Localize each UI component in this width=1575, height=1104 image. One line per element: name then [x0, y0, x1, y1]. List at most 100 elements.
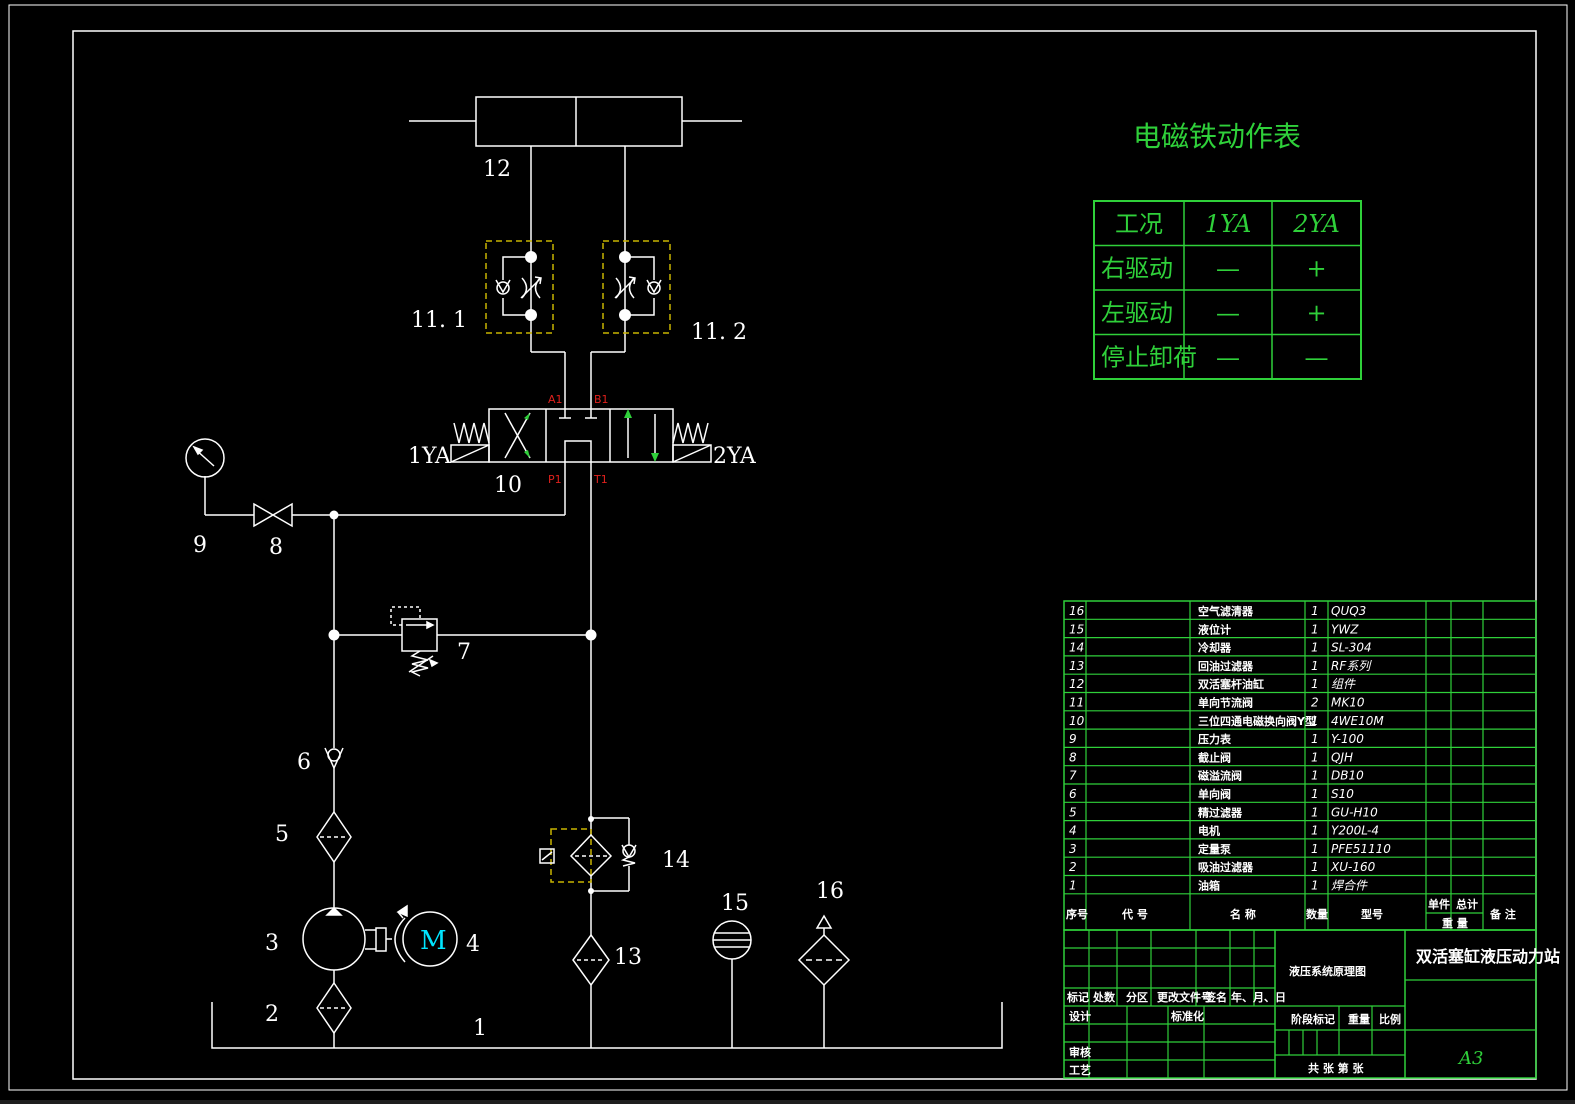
- bom-seq: 5: [1069, 805, 1077, 819]
- outer-border: [8, 4, 1568, 1091]
- bom-header-qty: 数量: [1306, 907, 1328, 921]
- shutoff-valve-8: [253, 502, 293, 528]
- tb-change: 更改文件号: [1157, 990, 1212, 1004]
- label-13: 13: [614, 945, 642, 970]
- bom-model: QJH: [1331, 750, 1353, 764]
- bom-header-unit: 单件: [1428, 897, 1450, 911]
- tb-process: 工艺: [1069, 1063, 1091, 1077]
- solenoid-table-header: 1YA: [1205, 210, 1252, 238]
- bom-header-name: 名 称: [1230, 907, 1256, 921]
- bom-header-total: 总计: [1456, 897, 1478, 911]
- bom-qty: 1: [1311, 677, 1319, 691]
- tb-zone: 分区: [1126, 990, 1148, 1004]
- bom-qty: 1: [1311, 769, 1319, 783]
- label-12: 12: [483, 157, 511, 182]
- bom-qty: 1: [1311, 805, 1319, 819]
- air-filter-16: [797, 914, 851, 987]
- bom-model: GU-H10: [1331, 805, 1378, 819]
- tb-sheets: 共 张 第 张: [1308, 1061, 1364, 1075]
- bom-model: PFE51110: [1331, 842, 1391, 856]
- bom-name: 精过滤器: [1198, 805, 1243, 819]
- bom-name: 压力表: [1198, 732, 1232, 746]
- port-a1: A1: [548, 393, 563, 406]
- bom-seq: 6: [1069, 787, 1077, 801]
- label-5: 5: [275, 822, 289, 847]
- bom-model: 4WE10M: [1331, 714, 1384, 728]
- throttle-check-valve-11-1: [485, 240, 554, 334]
- bom-seq: 14: [1069, 641, 1084, 655]
- solenoid-table-header: 2YA: [1292, 210, 1340, 238]
- bom-name: 三位四通电磁换向阀Y型: [1198, 714, 1316, 728]
- bom-name: 吸油过滤器: [1198, 860, 1254, 874]
- tb-scale: 比例: [1379, 1012, 1401, 1026]
- bom-header-seq: 序号: [1066, 907, 1088, 921]
- bom-name: 截止阀: [1198, 750, 1231, 764]
- solenoid-table-cell: —: [1216, 344, 1240, 372]
- motor-letter: M: [420, 926, 447, 956]
- bom-seq: 10: [1069, 714, 1085, 728]
- bom-qty: 1: [1311, 659, 1319, 673]
- bom-name: 单向阀: [1198, 787, 1231, 801]
- solenoid-table-cell: —: [1216, 299, 1240, 327]
- inner-border: [72, 30, 1537, 1080]
- bom-seq: 9: [1069, 732, 1077, 746]
- title-block: 液压系统原理图双活塞缸液压动力站标记处数分区更改文件号签名年、月、日设计标准化阶…: [1063, 929, 1560, 1079]
- bom-seq: 13: [1069, 659, 1084, 673]
- return-filter-13: [572, 933, 610, 987]
- bom-header-model: 型号: [1361, 907, 1383, 921]
- drawing-name: 液压系统原理图: [1289, 964, 1366, 978]
- bom-model: SL-304: [1331, 641, 1372, 655]
- bom-qty: 1: [1311, 787, 1319, 801]
- bom-name: 定量泵: [1198, 842, 1231, 856]
- tb-date: 年、月、日: [1231, 990, 1286, 1004]
- bom-seq: 7: [1069, 769, 1077, 783]
- bom-model: XU-160: [1330, 860, 1376, 874]
- solenoid-table-cell: 右驱动: [1101, 255, 1173, 283]
- tank: [211, 1002, 1003, 1049]
- tb-count: 处数: [1092, 990, 1116, 1004]
- tb-sign: 签名: [1204, 990, 1227, 1004]
- bom-name: 双活塞杆油缸: [1198, 677, 1264, 691]
- bom-model: DB10: [1331, 769, 1364, 783]
- label-1ya: 1YA: [408, 444, 452, 469]
- label-1: 1: [473, 1016, 487, 1041]
- relief-valve-7: [390, 606, 439, 677]
- tb-mark: 标记: [1066, 990, 1089, 1004]
- tb-design: 设计: [1069, 1009, 1091, 1023]
- suction-filter-2: [316, 981, 352, 1035]
- bom-model: Y-100: [1331, 732, 1364, 746]
- solenoid-table-cell: —: [1216, 255, 1240, 283]
- tb-standard: 标准化: [1170, 1009, 1204, 1023]
- bom-seq: 15: [1069, 622, 1084, 636]
- tb-review: 审核: [1069, 1045, 1091, 1059]
- tb-size: A3: [1457, 1048, 1483, 1069]
- label-10: 10: [494, 473, 522, 498]
- motor-4: [394, 904, 458, 967]
- cooler-14: [539, 828, 637, 883]
- solenoid-table-cell: +: [1306, 255, 1326, 283]
- label-2: 2: [265, 1002, 279, 1027]
- bom-header-note: 备 注: [1489, 907, 1516, 921]
- bom-qty: 1: [1311, 622, 1319, 636]
- component-labels: 12 11. 1 11. 2 1YA 2YA 10 9 8 7 6 5 3 4 …: [193, 157, 844, 1041]
- label-7: 7: [457, 640, 471, 665]
- bom-seq: 4: [1069, 824, 1077, 838]
- cylinder-body: [475, 96, 683, 147]
- tb-stage: 阶段标记: [1291, 1012, 1335, 1026]
- bom-name: 磁溢流阀: [1198, 769, 1242, 783]
- solenoid-table-cell: 停止卸荷: [1101, 344, 1197, 372]
- bom-qty: 1: [1311, 604, 1319, 618]
- port-p1: P1: [548, 473, 562, 486]
- bom-model: 焊合件: [1331, 879, 1368, 893]
- solenoid-table-title: 电磁铁动作表: [1133, 120, 1301, 153]
- bom-qty: 1: [1311, 641, 1319, 655]
- bom-qty: 1: [1311, 860, 1319, 874]
- bom-seq: 1: [1069, 879, 1077, 893]
- bom-header-code: 代 号: [1121, 907, 1148, 921]
- bom-model: QUQ3: [1331, 604, 1366, 618]
- label-11-2: 11. 2: [691, 320, 747, 345]
